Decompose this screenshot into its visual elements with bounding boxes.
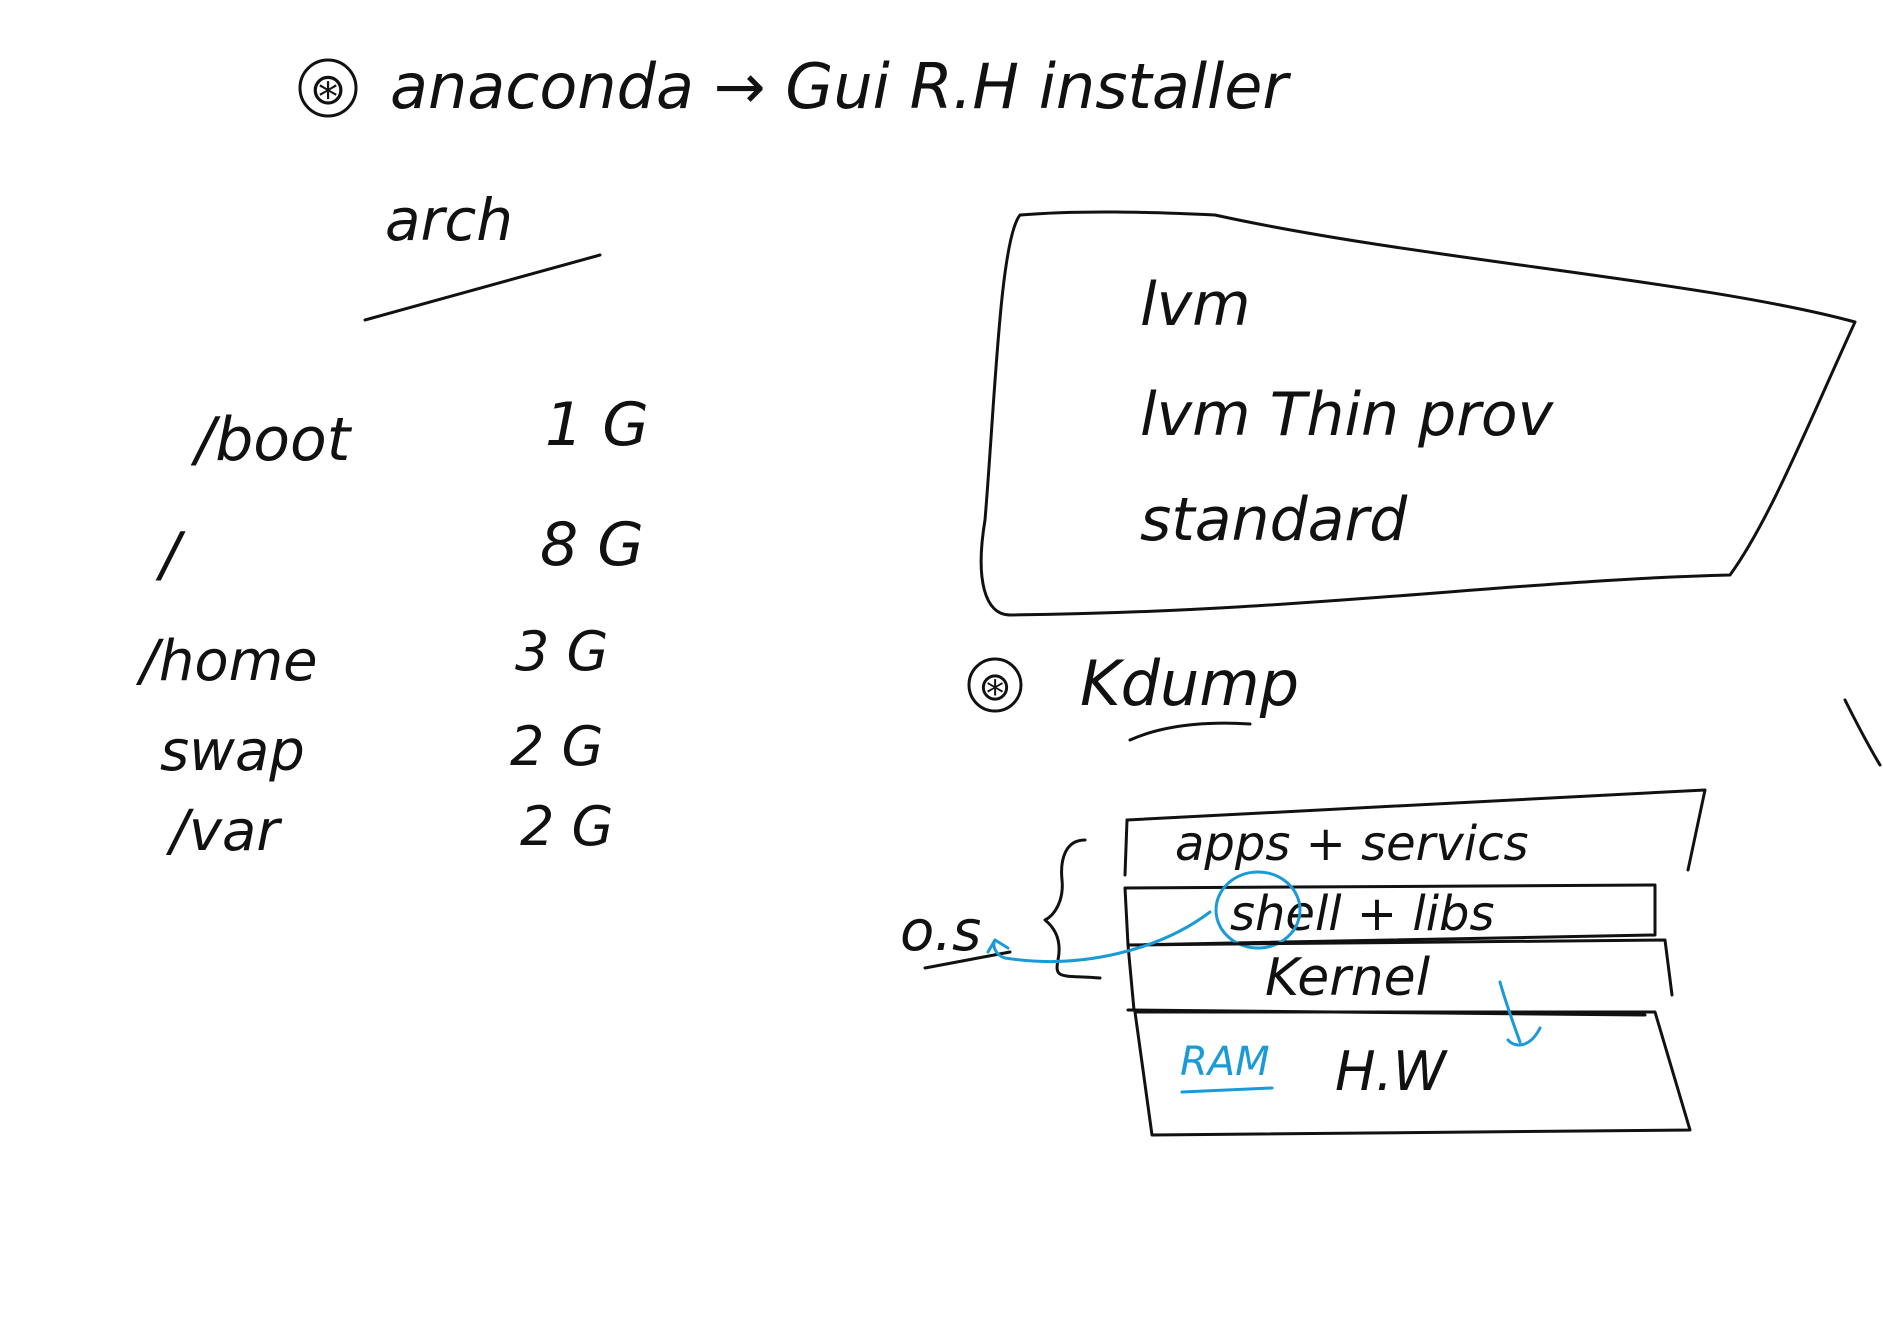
layer-kernel-outline xyxy=(1126,938,1674,997)
arrow-head-icon xyxy=(1506,1026,1542,1047)
star-bullet-shape xyxy=(298,58,358,118)
storage-options-outline xyxy=(979,210,1857,617)
partition-mount: /home xyxy=(135,629,318,694)
partition-row: /var 2 G xyxy=(165,795,613,864)
star-bullet-shape xyxy=(967,657,1023,713)
shell-to-os-arrow xyxy=(992,910,1212,963)
kdump-title: Kdump xyxy=(1080,647,1299,720)
partition-section: arch /boot 1 G / 8 G /home 3 G swap 2 G … xyxy=(135,186,649,864)
layer-apps-left-edge xyxy=(1123,818,1129,877)
arrow-head-icon xyxy=(986,938,1010,954)
ram-note: RAM xyxy=(1180,1039,1270,1085)
kernel-to-hw-arrow xyxy=(1498,980,1522,1044)
partition-size: 2 G xyxy=(510,715,603,778)
layer-label: apps + servics xyxy=(1175,816,1529,872)
arch-underline xyxy=(363,253,602,322)
layer-kernel-left-edge xyxy=(1126,943,1136,1012)
partition-mount: /boot xyxy=(190,405,353,475)
partition-mount: swap xyxy=(160,719,305,784)
os-label: o.s xyxy=(900,899,981,964)
partition-mount: / xyxy=(155,520,186,590)
ram-underline xyxy=(1180,1086,1274,1094)
os-underline xyxy=(923,950,1012,970)
shell-highlight-circle xyxy=(1214,870,1302,950)
partition-row: / 8 G xyxy=(155,510,644,590)
star-bullet-icon: ⊛ xyxy=(310,64,347,115)
star-bullet-icon: ⊛ xyxy=(978,664,1012,710)
partition-size: 2 G xyxy=(520,795,613,858)
partition-mount: /var xyxy=(165,799,282,864)
layer-hw-outline xyxy=(1133,1010,1692,1137)
layer-label: Kernel xyxy=(1265,948,1431,1008)
partition-size: 1 G xyxy=(545,390,649,460)
partition-row: /home 3 G xyxy=(135,620,608,694)
heading-text: anaconda → Gui R.H installer xyxy=(390,50,1291,123)
layer-label: shell + libs xyxy=(1230,886,1495,942)
partition-row: swap 2 G xyxy=(160,715,603,784)
partition-row: /boot 1 G xyxy=(190,390,649,475)
layer-apps-outline xyxy=(1125,788,1707,872)
partition-size: 8 G xyxy=(540,510,644,580)
storage-option: lvm Thin prov xyxy=(1140,380,1555,450)
heading: ⊛ anaconda → Gui R.H installer xyxy=(298,50,1291,123)
stray-stroke xyxy=(1843,698,1882,767)
storage-option: standard xyxy=(1140,485,1408,555)
kdump-underline xyxy=(1128,721,1252,742)
partition-size: 3 G xyxy=(515,620,608,683)
kdump-section: ⊛ Kdump o.s apps + servics shell + libs … xyxy=(900,647,1707,1137)
storage-options-box: lvm lvm Thin prov standard xyxy=(979,210,1857,617)
storage-option: lvm xyxy=(1140,270,1251,340)
arch-title: arch xyxy=(385,186,513,254)
layer-label: H.W xyxy=(1335,1040,1449,1103)
layer-shell-outline xyxy=(1123,883,1657,947)
os-brace xyxy=(1043,838,1102,980)
